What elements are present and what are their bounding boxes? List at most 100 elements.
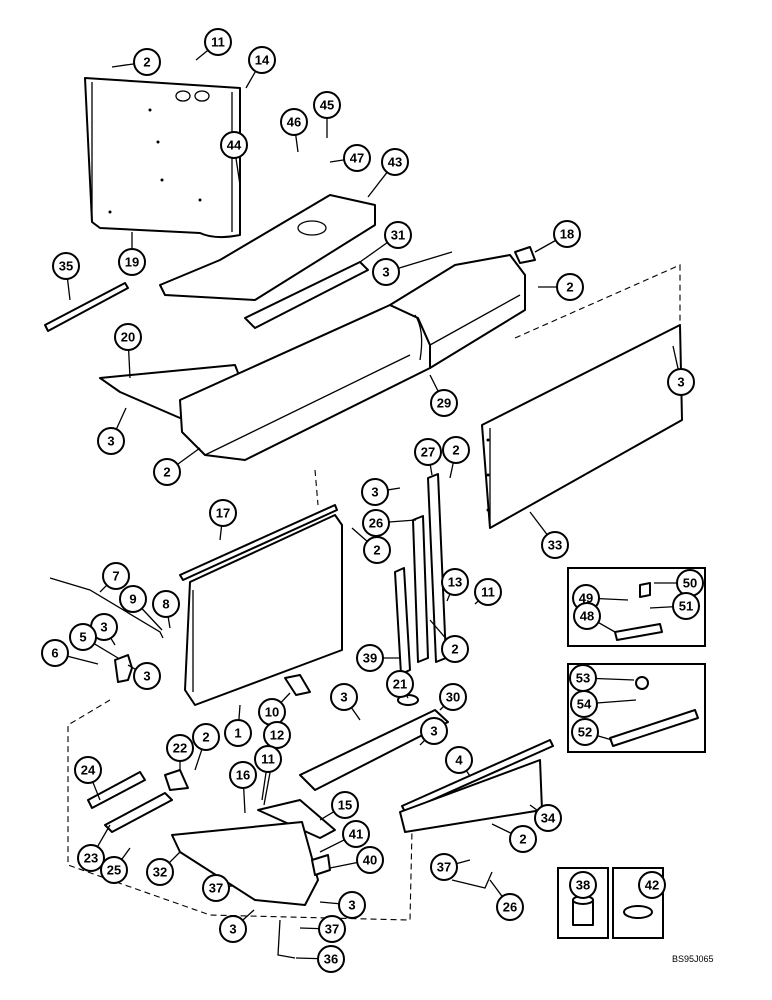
callout-number: 3 — [143, 669, 150, 684]
callout-circle — [209, 499, 237, 527]
panel-33 — [481, 324, 683, 529]
callout-2: 2 — [111, 48, 161, 76]
leader-line — [319, 811, 335, 821]
callout-circle — [442, 436, 470, 464]
callout-circle — [69, 623, 97, 651]
callout-circle — [153, 458, 181, 486]
leader-line — [329, 159, 345, 163]
channel-34 — [399, 759, 543, 833]
callout-32: 32 — [146, 851, 181, 886]
callout-circle — [52, 252, 80, 280]
callout-circle — [570, 690, 598, 718]
callout-number: 3 — [382, 265, 389, 280]
leader-line — [419, 739, 426, 746]
upright-27 — [427, 473, 447, 663]
callout-number: 11 — [481, 585, 495, 600]
callout-number: 3 — [340, 690, 347, 705]
leader-line — [235, 157, 241, 186]
callout-circle — [430, 853, 458, 881]
callout-38: 38 — [569, 871, 597, 899]
callout-circle — [97, 427, 125, 455]
callout-circle — [342, 820, 370, 848]
leader-line — [388, 519, 417, 523]
callout-number: 1 — [234, 726, 241, 741]
leader-line — [111, 63, 135, 68]
callout-circle — [248, 46, 276, 74]
leader-line — [261, 771, 267, 801]
rod-7 — [49, 577, 164, 639]
leader-line — [597, 621, 616, 633]
callout-circle — [430, 389, 458, 417]
callout-33: 33 — [529, 511, 569, 559]
callout-48: 48 — [573, 602, 616, 633]
callout-52: 52 — [571, 718, 613, 746]
callout-39: 39 — [356, 644, 400, 672]
leader-line — [121, 847, 131, 860]
callout-number: 37 — [437, 860, 451, 875]
callout-number: 53 — [576, 671, 590, 686]
callout-number: 14 — [255, 53, 270, 68]
leader-line — [429, 374, 439, 392]
leader-line — [329, 861, 358, 869]
leader-line — [177, 447, 201, 465]
callout-number: 46 — [287, 115, 301, 130]
leader-line — [649, 606, 674, 609]
leader-line — [446, 593, 451, 602]
callout-circle — [313, 91, 341, 119]
strip-24 — [87, 771, 146, 809]
callout-circle — [229, 761, 257, 789]
callout-2: 2 — [192, 723, 220, 771]
callout-number: 47 — [350, 151, 364, 166]
callout-circle — [381, 148, 409, 176]
callout-circle — [541, 531, 569, 559]
callout-circle — [263, 721, 291, 749]
leader-line — [92, 781, 101, 801]
callout-46: 46 — [280, 108, 308, 153]
callout-circle — [474, 578, 502, 606]
callout-number: 11 — [211, 35, 225, 50]
upright-28 — [412, 515, 429, 663]
callout-circle — [414, 438, 442, 466]
callout-circle — [556, 273, 584, 301]
callout-number: 4 — [455, 753, 463, 768]
leader-line — [93, 643, 119, 659]
callout-2: 2 — [351, 527, 391, 564]
callout-number: 3 — [348, 898, 355, 913]
leader-line — [66, 278, 71, 301]
callout-number: 13 — [448, 575, 462, 590]
callout-circle — [362, 509, 390, 537]
callout-number: 32 — [153, 865, 167, 880]
callout-circle — [420, 717, 448, 745]
leader-line — [429, 619, 448, 640]
callout-circle — [330, 683, 358, 711]
leader-line — [359, 241, 388, 263]
callout-number: 48 — [580, 609, 594, 624]
callout-circle — [509, 825, 537, 853]
callout-53: 53 — [569, 664, 635, 692]
callout-circle — [356, 644, 384, 672]
callout-number: 3 — [107, 434, 114, 449]
callout-41: 41 — [319, 820, 370, 853]
callout-number: 15 — [338, 798, 352, 813]
callout-circle — [331, 791, 359, 819]
callout-number: 19 — [125, 255, 139, 270]
leader-line — [96, 824, 111, 848]
callout-45: 45 — [313, 91, 341, 138]
callout-26: 26 — [362, 509, 417, 537]
callout-24: 24 — [74, 756, 102, 801]
callout-number: 2 — [519, 832, 526, 847]
leader-line — [319, 839, 345, 853]
leader-line — [597, 735, 613, 741]
callout-circle — [363, 536, 391, 564]
callout-11: 11 — [195, 28, 232, 61]
callout-number: 17 — [216, 506, 230, 521]
leader-line — [168, 851, 181, 864]
callout-number: 34 — [541, 811, 556, 826]
leader-line — [598, 597, 629, 601]
latch-10 — [284, 674, 311, 696]
callout-number: 37 — [209, 881, 223, 896]
main-hood — [179, 254, 526, 461]
callout-circle — [100, 856, 128, 884]
callout-number: 21 — [393, 677, 407, 692]
